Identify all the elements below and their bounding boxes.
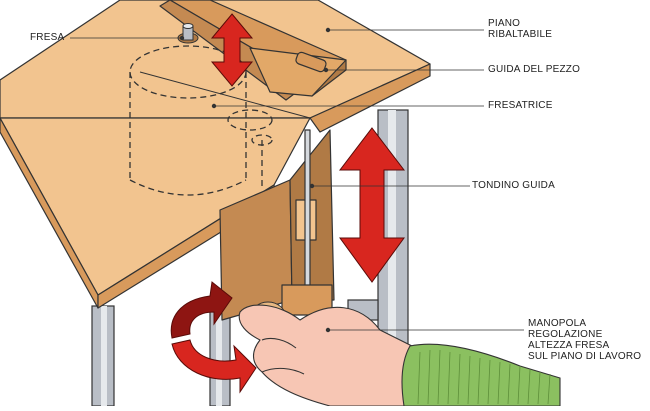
guide-rod bbox=[304, 129, 311, 301]
sleeve-illustration bbox=[401, 343, 561, 407]
label-piano-line-2: RIBALTABILE bbox=[488, 29, 553, 40]
hidden-router-outline bbox=[129, 45, 273, 196]
label-guida-del-pezzo: GUIDA DEL PEZZO bbox=[488, 64, 581, 75]
label-tondino-guida: TONDINO GUIDA bbox=[472, 180, 555, 191]
label-manopola-line-1: MANOPOLA bbox=[528, 318, 587, 329]
label-manopola-line-4: SUL PIANO DI LAVORO bbox=[528, 351, 642, 362]
label-fresa: FRESA bbox=[30, 32, 65, 43]
up-down-arrow-right-icon bbox=[338, 127, 406, 283]
rotation-arrow-icon bbox=[170, 281, 257, 394]
up-down-arrow-top-icon bbox=[210, 13, 254, 87]
label-manopola-line-2: REGOLAZIONE bbox=[528, 329, 603, 340]
label-manopola: MANOPOLA REGOLAZIONE ALTEZZA FRESA SUL P… bbox=[528, 318, 641, 362]
table-top bbox=[0, 0, 431, 309]
label-fresatrice: FRESATRICE bbox=[488, 100, 553, 111]
leader-lines bbox=[70, 27, 524, 333]
label-piano-line-1: PIANO bbox=[488, 18, 521, 29]
label-piano-ribaltabile: PIANO RIBALTABILE bbox=[488, 18, 552, 40]
label-manopola-line-3: ALTEZZA FRESA bbox=[528, 340, 610, 351]
router-carriage bbox=[219, 129, 335, 321]
